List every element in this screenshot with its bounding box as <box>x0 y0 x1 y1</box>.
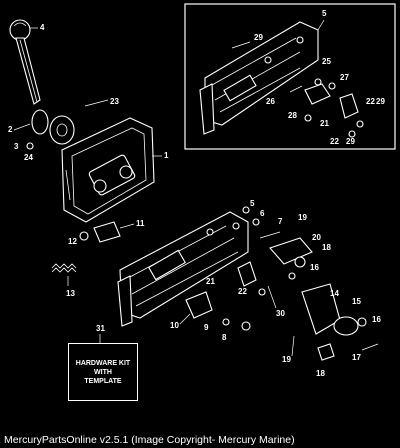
inset-side-plate <box>199 21 319 135</box>
callout-20: 20 <box>312 233 321 242</box>
callout-11: 11 <box>136 219 145 228</box>
callout-10: 10 <box>170 321 179 330</box>
callout-23: 23 <box>110 97 119 106</box>
exploded-parts-diagram: 4 23 2 3 24 1 11 12 13 31 5 29 25 27 26 … <box>8 3 396 378</box>
callout-1: 1 <box>164 151 169 160</box>
control-housing <box>61 117 155 223</box>
callout-30: 30 <box>276 309 285 318</box>
callout-18-a: 18 <box>322 243 331 252</box>
callout-2: 2 <box>8 125 13 134</box>
lever-knob <box>9 19 41 105</box>
callout-29-inset-c: 29 <box>346 137 355 146</box>
kit-line-3: TEMPLATE <box>84 377 122 385</box>
callout-8: 8 <box>222 333 227 342</box>
hardware-kit-box: HARDWARE KIT WITH TEMPLATE <box>68 343 138 401</box>
callout-24: 24 <box>24 153 33 162</box>
callout-9: 9 <box>204 323 209 332</box>
roll-pin <box>84 99 109 107</box>
copyright-footer: MercuryPartsOnline v2.5.1 (Image Copyrig… <box>0 432 400 448</box>
detent-spring <box>51 263 77 273</box>
callout-labels: 4 23 2 3 24 1 11 12 13 31 5 29 25 27 26 … <box>8 9 385 378</box>
callout-13: 13 <box>66 289 75 298</box>
lever-hub <box>26 109 75 150</box>
callout-7: 7 <box>278 217 283 226</box>
callout-27: 27 <box>340 73 349 82</box>
callout-16-a: 16 <box>310 263 319 272</box>
callout-3: 3 <box>14 142 19 151</box>
callout-29-inset-b: 29 <box>376 97 385 106</box>
neutral-switch <box>79 221 121 243</box>
callout-22-inset-a: 22 <box>366 97 375 106</box>
callout-16-b: 16 <box>372 315 381 324</box>
callout-19-a: 19 <box>298 213 307 222</box>
callout-14: 14 <box>330 289 339 298</box>
callout-28: 28 <box>288 111 297 120</box>
callout-4: 4 <box>40 23 45 32</box>
callout-22: 22 <box>238 287 247 296</box>
kit-line-2: WITH <box>94 368 112 376</box>
callout-15: 15 <box>352 297 361 306</box>
callout-19-b: 19 <box>282 355 291 364</box>
callout-12: 12 <box>68 237 77 246</box>
callout-22-inset-b: 22 <box>330 137 339 146</box>
inset-small-parts <box>231 41 364 138</box>
callout-21-inset: 21 <box>320 119 329 128</box>
callout-21: 21 <box>206 277 215 286</box>
callout-29-inset-a: 29 <box>254 33 263 42</box>
inset-frame <box>184 3 396 150</box>
callout-17: 17 <box>352 353 361 362</box>
callout-5-inset: 5 <box>322 9 327 18</box>
callout-5: 5 <box>250 199 255 208</box>
callout-31: 31 <box>96 324 105 333</box>
side-mount-plate <box>117 211 249 327</box>
lower-hardware <box>185 206 379 361</box>
kit-line-1: HARDWARE KIT <box>75 359 131 367</box>
callout-26: 26 <box>266 97 275 106</box>
callout-6: 6 <box>260 209 265 218</box>
callout-25: 25 <box>322 57 331 66</box>
callout-18-b: 18 <box>316 369 325 378</box>
